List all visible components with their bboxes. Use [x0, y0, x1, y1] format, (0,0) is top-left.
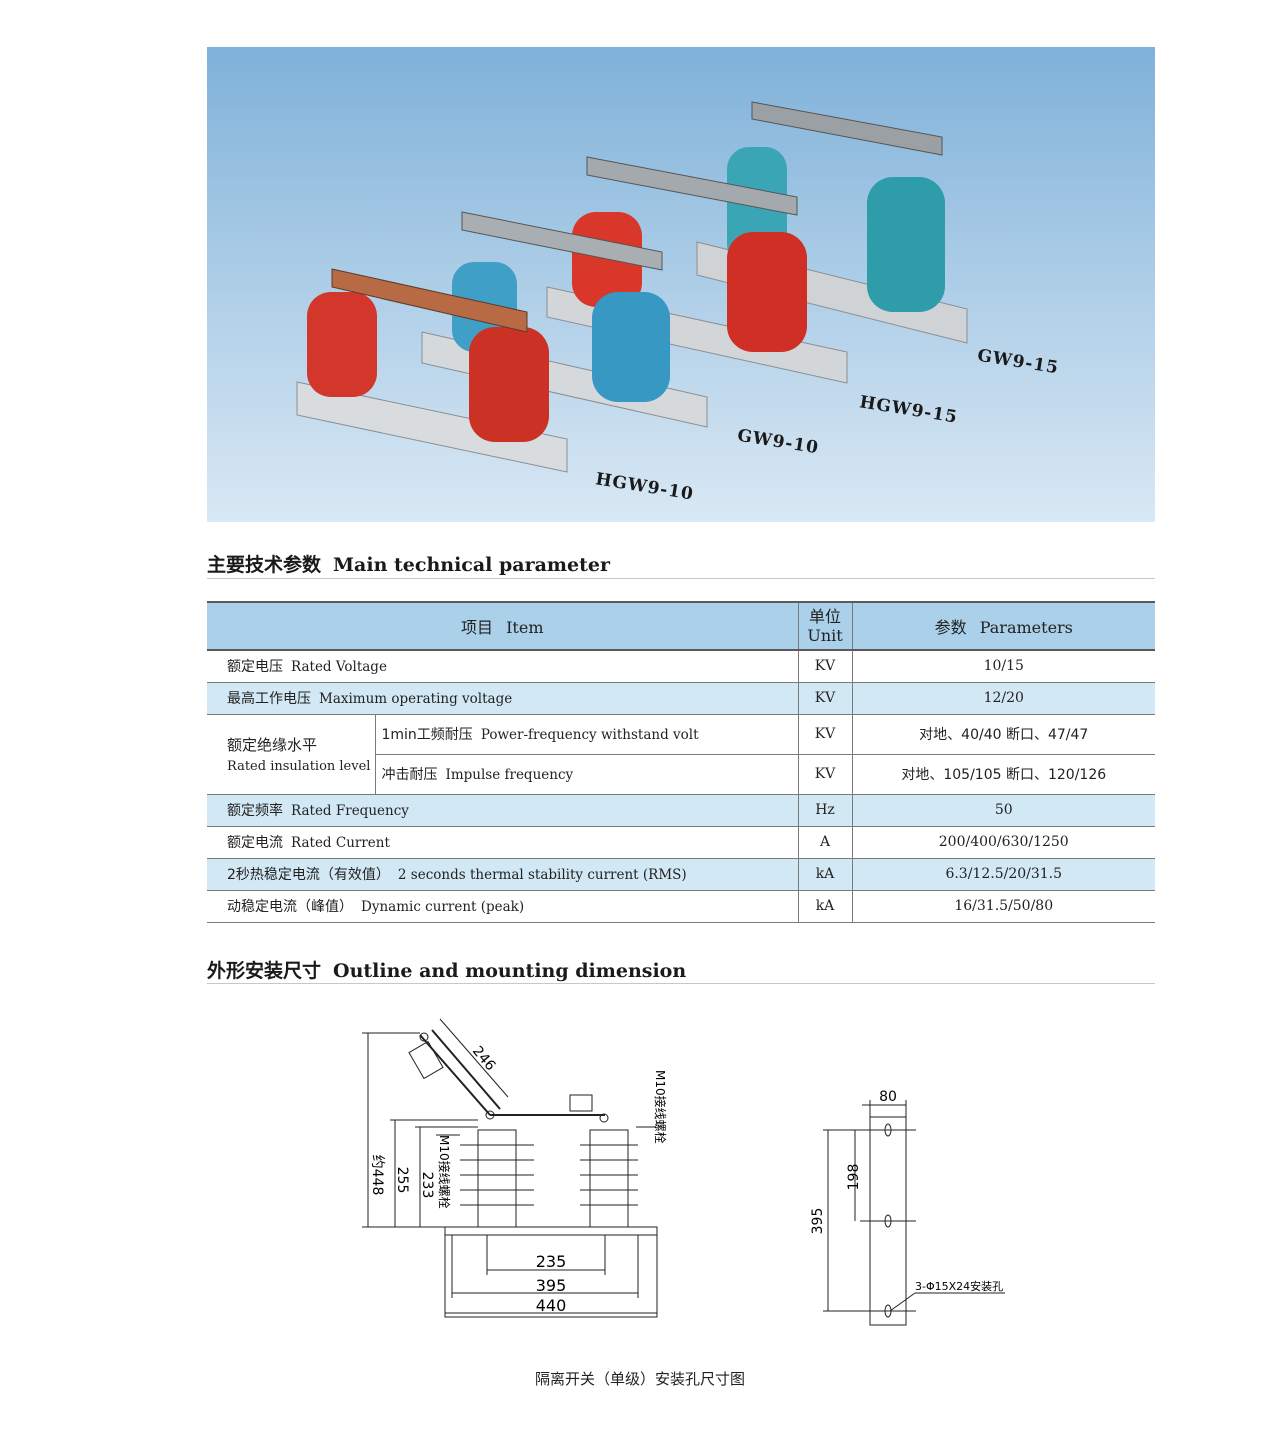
note-bolt-top: M10接线螺栓	[653, 1070, 668, 1144]
note-mounting-holes: 3-Φ15X24安装孔	[915, 1279, 1003, 1293]
dim-395: 395	[536, 1276, 567, 1295]
section-divider	[207, 983, 1155, 984]
insulator-right	[580, 1129, 638, 1228]
dim-440: 440	[536, 1296, 567, 1315]
header-item: 项目 Item	[207, 601, 798, 651]
dimension-drawing: 246 约448 255 233 235 395 440 80 198 395 …	[362, 1018, 1005, 1326]
table-row: 2秒热稳定电流（有效值）2 seconds thermal stability …	[207, 858, 1155, 891]
dim-235: 235	[536, 1252, 567, 1271]
drawing-caption: 隔离开关（单级）安装孔尺寸图	[534, 1370, 745, 1388]
side-dim-198: 198	[846, 1164, 862, 1191]
header-unit: 单位 Unit	[797, 601, 852, 651]
dim-246: 246	[469, 1043, 498, 1074]
dim-255: 255	[394, 1167, 410, 1194]
insulator-left	[460, 1129, 534, 1228]
table-row: 动稳定电流（峰值）Dynamic current (peak) kA 16/31…	[207, 890, 1155, 923]
switch-illustration	[296, 101, 968, 473]
dim-448: 约448	[369, 1155, 385, 1196]
dim-233: 233	[419, 1172, 435, 1199]
section-divider	[207, 578, 1155, 579]
side-dim-395: 395	[810, 1208, 826, 1235]
side-dim-80: 80	[879, 1089, 897, 1105]
product-photo: GW9-15 HGW9-15 GW9-10 HGW9-10	[207, 47, 1155, 522]
note-bolt-left: M10接线螺栓	[437, 1135, 452, 1209]
header-parameters: 参数 Parameters	[851, 601, 1155, 651]
table-header-row: 项目 Item 单位 Unit 参数 Parameters	[207, 601, 1155, 651]
side-view	[823, 1100, 1005, 1326]
unit-hgw9-10	[296, 268, 568, 473]
